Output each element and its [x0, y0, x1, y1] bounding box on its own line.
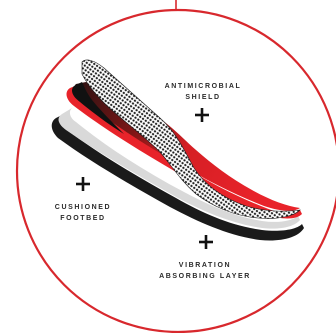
callout-antimicrobial: ANTIMICROBIAL SHIELD [165, 83, 242, 122]
vibration-label-line-2: ABSORBING LAYER [159, 273, 251, 280]
antimicrobial-label-line-1: ANTIMICROBIAL [165, 83, 242, 90]
callout-vibration: VIBRATION ABSORBING LAYER [159, 235, 251, 280]
vibration-label-line-1: VIBRATION [179, 262, 231, 269]
plus-icon [199, 235, 213, 249]
plus-icon [195, 108, 209, 122]
cushioned-label-line-1: CUSHIONED [55, 204, 111, 211]
plus-icon [76, 177, 90, 191]
callout-cushioned: CUSHIONED FOOTBED [55, 177, 111, 222]
cushioned-label-line-2: FOOTBED [60, 215, 105, 222]
antimicrobial-label-line-2: SHIELD [185, 94, 220, 101]
